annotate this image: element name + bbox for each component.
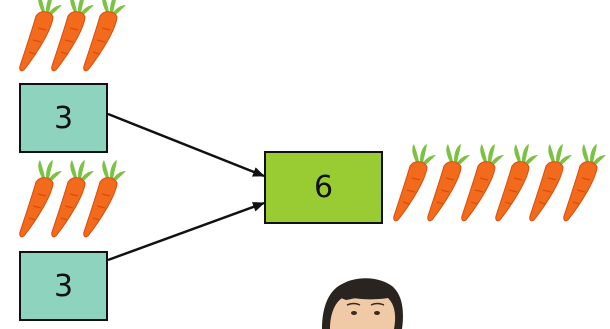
addend-box-top: 3: [19, 83, 108, 153]
carrot-group-top: [19, 0, 127, 72]
carrot-group-sum: [393, 143, 607, 222]
arrow-bottom-to-sum: [107, 201, 265, 262]
addend-box-bottom: 3: [19, 251, 108, 321]
addend-value-top: 3: [53, 100, 74, 136]
boy-illustration: [322, 278, 403, 329]
boy-eye-right: [374, 311, 380, 315]
boy-eye-left: [351, 311, 357, 315]
sum-value: 6: [313, 170, 334, 205]
arrow-top-to-sum: [107, 112, 265, 178]
carrot-icon: [83, 159, 127, 238]
carrot-icon: [83, 0, 127, 72]
carrot-icon: [393, 143, 437, 222]
sum-box: 6: [264, 151, 383, 224]
addend-value-bottom: 3: [53, 268, 74, 304]
carrot-group-bottom: [19, 159, 127, 238]
